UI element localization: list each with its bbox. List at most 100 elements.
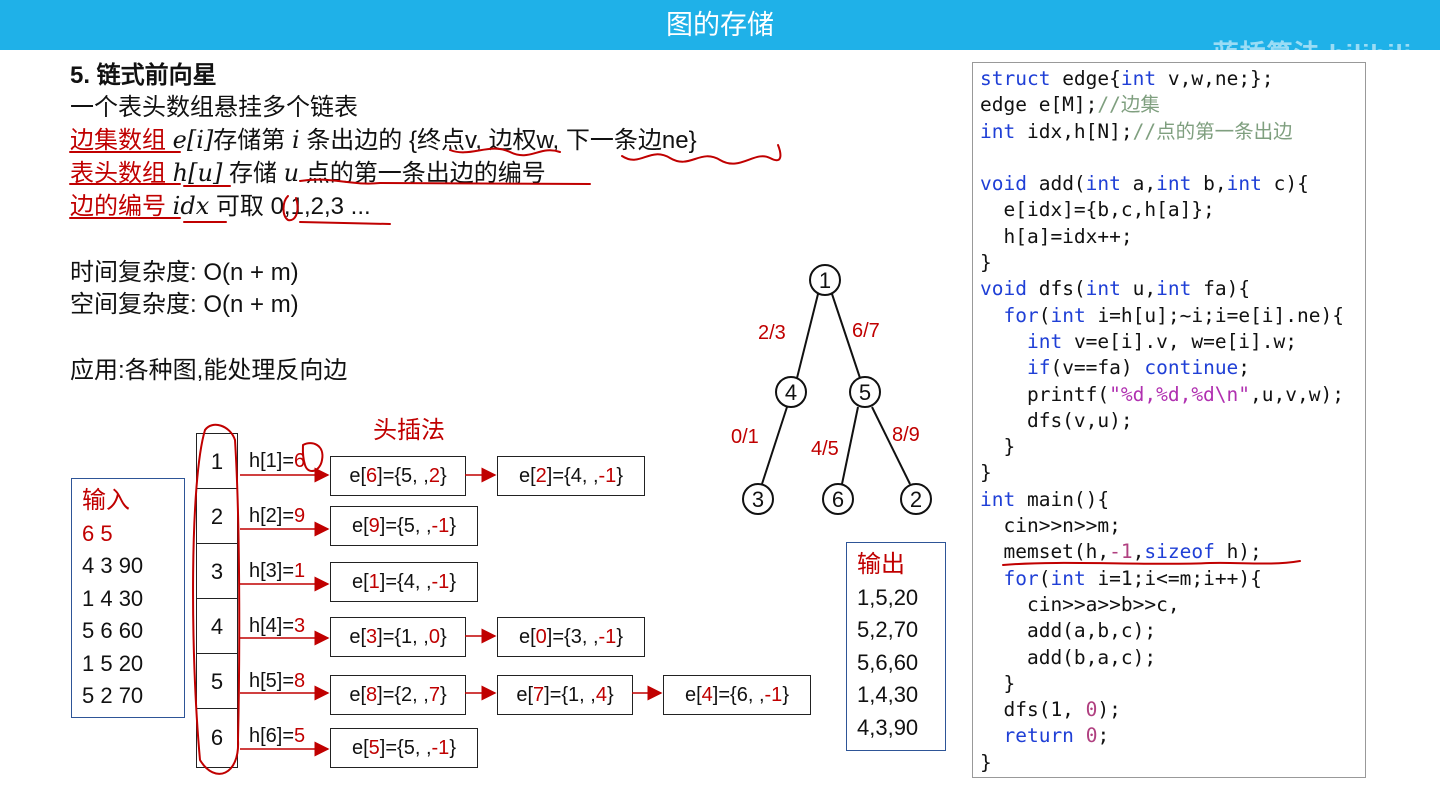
section-heading: 5. 链式前向星 xyxy=(70,62,217,89)
code-line: } xyxy=(980,435,1016,459)
edge-text: e[ xyxy=(349,625,367,648)
head-pointer-value: 3 xyxy=(294,615,306,637)
edge-index: 5 xyxy=(368,736,380,759)
edge-next: -1 xyxy=(431,736,450,759)
code-token: ,u,v,w); xyxy=(1250,382,1344,406)
tree-edge xyxy=(796,293,819,379)
head-slot: 2 xyxy=(196,488,238,545)
code-comment: //边集 xyxy=(1097,93,1160,117)
edge-next: -1 xyxy=(431,570,450,593)
head-array-symbol: h[u] xyxy=(172,159,223,187)
code-line: } xyxy=(980,251,992,275)
edge-node: e[5]={5, ,-1} xyxy=(330,728,478,768)
edge-next: 0 xyxy=(428,625,440,648)
code-token: int xyxy=(1120,67,1157,90)
code-line: } xyxy=(980,671,1016,695)
tree-node-label: 2 xyxy=(910,487,922,512)
edge-text: } xyxy=(449,570,456,593)
underline-mark xyxy=(69,178,591,187)
head-pointer-label: h[4]=3 xyxy=(249,615,305,638)
edge-id-term: 边的编号 xyxy=(70,193,173,220)
edge-index: 8 xyxy=(366,683,378,706)
input-row: 4 3 90 xyxy=(82,553,144,578)
code-token xyxy=(980,304,1003,327)
tree-edge xyxy=(831,293,861,379)
edge-text: } xyxy=(449,736,456,759)
code-token: (v==fa) xyxy=(1050,356,1145,380)
edge-text: ]={6, , xyxy=(712,683,765,706)
code-token: edge e[M]; xyxy=(980,93,1098,117)
tree-node-label: 5 xyxy=(859,380,871,405)
code-token: ); xyxy=(1097,698,1121,722)
note-text: 存储第 xyxy=(213,127,286,154)
code-token xyxy=(980,330,1027,353)
head-pointer-value: 1 xyxy=(294,560,306,582)
head-pointer-label: h[3]=1 xyxy=(249,560,305,583)
input-row: 5 6 60 xyxy=(82,618,144,643)
circle-mark xyxy=(282,195,299,222)
bilibili-watermark: 蓝桥算法 bilibili xyxy=(1212,39,1412,69)
edge-node: e[3]={1, ,0} xyxy=(330,617,466,657)
edge-index: 4 xyxy=(701,683,713,706)
tree-node-labels: 1 4 5 3 6 2 xyxy=(752,268,922,512)
tree-edge xyxy=(841,406,859,485)
code-line xyxy=(980,145,1365,171)
code-token: dfs( xyxy=(1026,277,1086,301)
edge-node: e[0]={3, ,-1} xyxy=(497,617,645,657)
code-line: add(b,a,c); xyxy=(980,645,1157,669)
head-array-term: 表头数组 xyxy=(70,160,166,187)
edge-text: e[ xyxy=(518,464,536,487)
code-token: int xyxy=(1026,329,1063,353)
input-title: 输入 xyxy=(82,487,130,514)
output-row: 1,5,20 xyxy=(857,584,919,610)
code-token: ; xyxy=(1238,356,1251,380)
underline-mark xyxy=(449,147,561,157)
code-line: dfs(1, 0); xyxy=(980,697,1365,723)
head-pointer-label: h[6]=5 xyxy=(249,725,305,748)
tree-node xyxy=(742,483,774,515)
edge-text: } xyxy=(606,683,614,706)
code-line: return 0; xyxy=(980,723,1365,749)
head-pointer-name: h[3]= xyxy=(249,560,295,582)
tree-edge xyxy=(871,406,911,485)
head-pointer-label: h[1]=6 xyxy=(249,450,305,473)
code-string: "%d,%d,%d\n" xyxy=(1109,382,1251,406)
edge-index: 0 xyxy=(535,625,547,648)
vertex-symbol: u xyxy=(283,159,300,187)
tree-node-label: 6 xyxy=(832,487,844,512)
edge-text: ]={2, , xyxy=(377,683,429,706)
head-pointer-name: h[6]= xyxy=(249,725,295,747)
edge-text: e[ xyxy=(351,514,369,537)
code-line: for(int i=h[u];~i;i=e[i].ne){ xyxy=(980,303,1365,329)
pointer-arrows xyxy=(240,467,663,757)
note-line-4: 边的编号 idx 可取 0,1,2,3 ... xyxy=(70,190,697,223)
edge-node: e[7]={1, ,4} xyxy=(497,675,633,715)
edge-text: e[ xyxy=(516,683,534,706)
code-number: 0 xyxy=(1085,724,1098,748)
code-token: int xyxy=(1050,566,1086,590)
tree-edge-label: 2/3 xyxy=(758,322,786,344)
edge-text: ]={4, , xyxy=(546,464,599,487)
edge-text: e[ xyxy=(684,683,702,706)
head-pointer-value: 8 xyxy=(294,670,306,692)
code-token: struct xyxy=(980,67,1051,90)
head-pointer-value: 9 xyxy=(294,505,306,527)
circle-mark xyxy=(301,442,324,472)
edge-index: 1 xyxy=(368,570,380,593)
code-token: v,w,ne;}; xyxy=(1156,67,1274,90)
tree-edge-label: 0/1 xyxy=(731,426,759,448)
input-row: 1 4 30 xyxy=(82,585,144,611)
input-row: 1 5 20 xyxy=(82,650,144,676)
code-token: for xyxy=(1003,303,1039,327)
code-line: int v=e[i].v, w=e[i].w; xyxy=(980,329,1365,355)
code-token xyxy=(1074,724,1086,747)
input-box: 输入 6 5 4 3 90 1 4 30 5 6 60 1 5 20 5 2 7… xyxy=(71,478,185,718)
note-line-1: 一个表头数组悬挂多个链表 xyxy=(70,94,358,121)
code-token: c){ xyxy=(1261,172,1309,196)
edge-text: } xyxy=(439,683,447,706)
edge-index: 3 xyxy=(366,625,378,648)
application-note: 应用:各种图,能处理反向边 xyxy=(70,357,348,384)
code-line: struct edge{int v,w,ne;}; xyxy=(980,66,1365,92)
idx-symbol: idx xyxy=(172,192,210,220)
code-line: memset(h,-1,sizeof h); xyxy=(980,539,1365,565)
